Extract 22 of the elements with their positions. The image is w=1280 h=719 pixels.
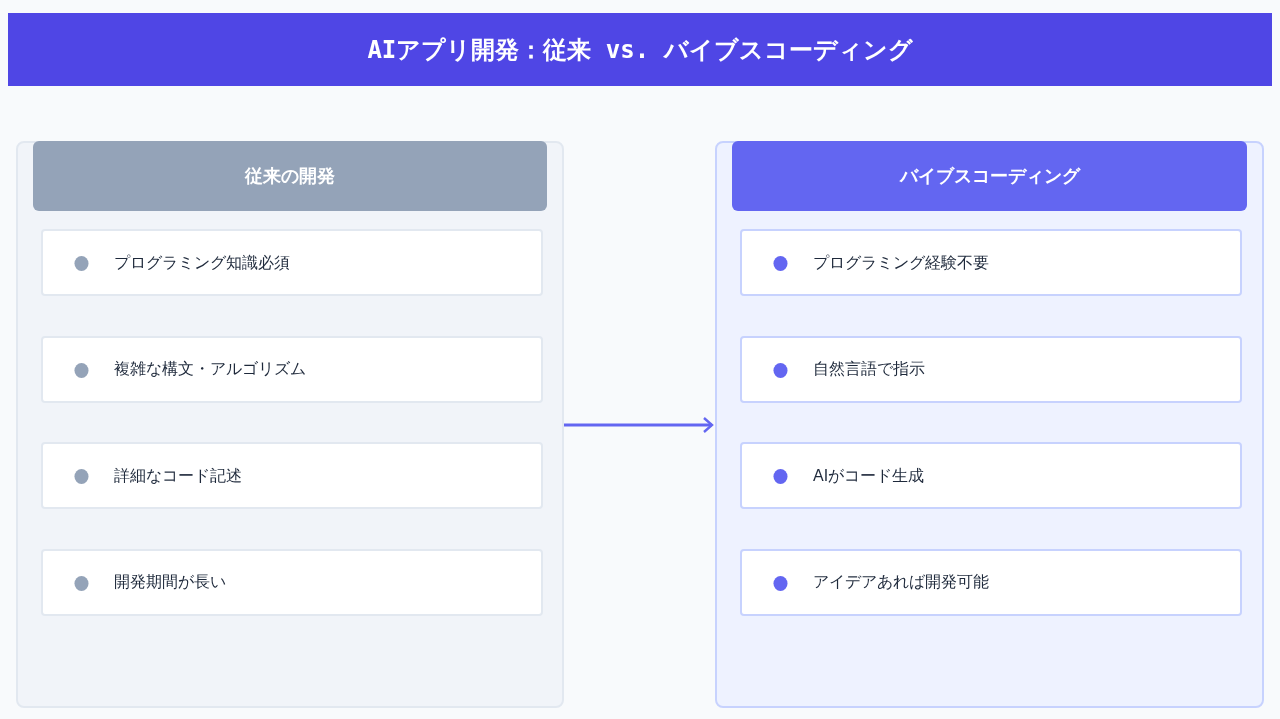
arrow <box>564 416 714 434</box>
feature-card <box>740 442 1242 509</box>
column-header: 従来の開発 <box>33 141 547 211</box>
feature-card <box>41 229 543 296</box>
feature-card <box>740 548 1242 616</box>
feature-card <box>41 442 543 509</box>
feature-text: 詳細なコード記述 <box>114 465 242 486</box>
column-panel <box>715 141 1264 708</box>
feature-text: プログラミング知識必須 <box>114 252 290 273</box>
feature-text: プログラミング経験不要 <box>813 252 989 273</box>
feature-text: AIがコード生成 <box>813 465 925 486</box>
feature-card <box>41 335 543 403</box>
feature-text: 開発期間が長い <box>114 572 226 592</box>
feature-card <box>740 335 1242 403</box>
feature-text: アイデアあれば開発可能 <box>813 572 989 592</box>
feature-text: 複雑な構文・アルゴリズム <box>114 359 306 379</box>
feature-card <box>740 229 1242 296</box>
column-header: バイブスコーディング <box>732 141 1247 211</box>
feature-text: 自然言語で指示 <box>813 359 925 379</box>
column-panel <box>16 141 564 708</box>
feature-card <box>41 548 543 616</box>
title-bar: AIアプリ開発：従来 vs. バイブスコーディング <box>8 13 1272 86</box>
